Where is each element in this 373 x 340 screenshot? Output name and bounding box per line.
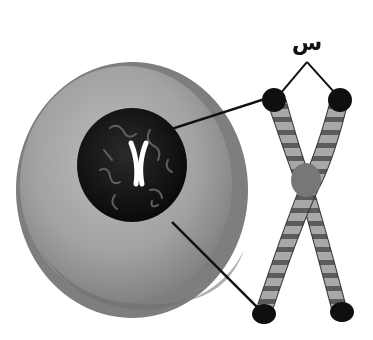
chromosome (252, 88, 354, 324)
callout-label: س (282, 32, 332, 56)
nucleus (77, 108, 187, 222)
label-pointer-lines (280, 62, 334, 94)
